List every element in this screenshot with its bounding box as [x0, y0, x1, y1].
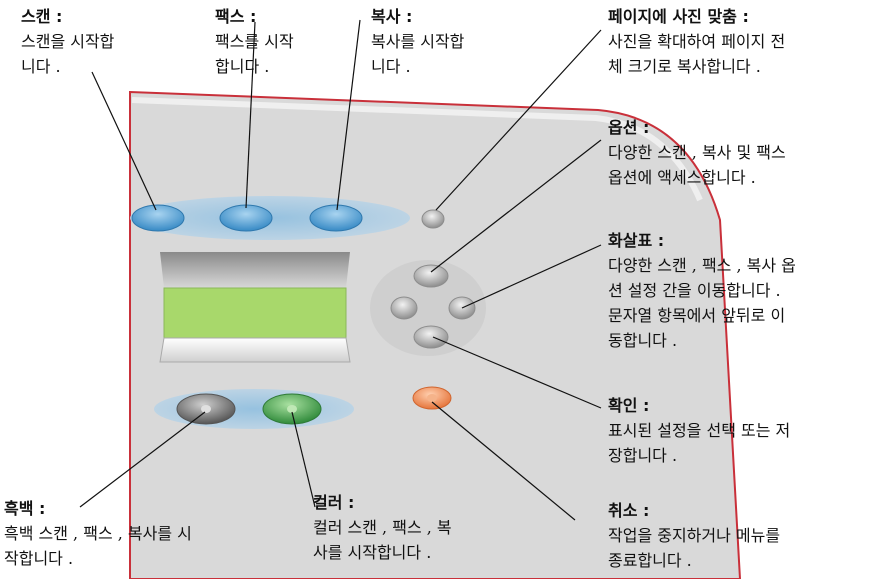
fit-description: 사진을 확대하여 페이지 전 체 크기로 복사합니다 .: [608, 32, 786, 76]
scan-title: 스캔 :: [21, 7, 63, 26]
fit-title: 페이지에 사진 맞춤 :: [608, 7, 749, 26]
lcd-screen: [163, 287, 347, 339]
callout-arrows: 화살표 : 다양한 스캔 , 팩스 , 복사 옵 션 설정 간을 이동합니다 .…: [608, 228, 873, 353]
leader-cancel: [431, 401, 576, 521]
arrows-title: 화살표 :: [608, 231, 665, 250]
mono-title: 흑백 :: [4, 499, 46, 518]
cancel-description: 작업을 중지하거나 메뉴를 종료합니다 .: [608, 526, 781, 570]
scan-description: 스캔을 시작합 니다 .: [21, 32, 115, 76]
scan-button[interactable]: [131, 204, 185, 232]
color-description: 컬러 스캔 , 팩스 , 복 사를 시작합니다 .: [313, 518, 452, 562]
fax-button[interactable]: [219, 204, 273, 232]
leader-fit: [435, 29, 602, 211]
callout-options: 옵션 : 다양한 스캔 , 복사 및 팩스 옵션에 액세스합니다 .: [608, 115, 873, 190]
arrow-pad-base: [370, 260, 486, 356]
arrow-down-button[interactable]: [413, 325, 449, 349]
leader-ok: [432, 336, 602, 409]
leader-copy: [336, 19, 361, 211]
ok-title: 확인 :: [608, 396, 650, 415]
lcd-bezel-top: [160, 252, 350, 288]
fax-title: 팩스 :: [215, 7, 257, 26]
cancel-title: 취소 :: [608, 501, 650, 520]
mono-start-icon: [201, 405, 211, 413]
fit-to-page-button[interactable]: [421, 209, 445, 229]
lcd-bezel-bottom: [159, 337, 351, 363]
copy-description: 복사를 시작합 니다 .: [371, 32, 465, 76]
copy-button[interactable]: [309, 204, 363, 232]
fax-description: 팩스를 시작 합니다 .: [215, 32, 294, 76]
callout-cancel: 취소 : 작업을 중지하거나 메뉴를 종료합니다 .: [608, 498, 873, 573]
arrow-left-button[interactable]: [390, 296, 418, 320]
leader-arrows: [461, 244, 602, 309]
callout-fit-to-page: 페이지에 사진 맞춤 : 사진을 확대하여 페이지 전 체 크기로 복사합니다 …: [608, 4, 873, 79]
cancel-icon: [427, 394, 437, 402]
leader-lines: [79, 19, 602, 521]
arrow-up-button[interactable]: [413, 264, 449, 288]
mono-description: 흑백 스캔 , 팩스 , 복사를 시 작합니다 .: [4, 524, 192, 568]
color-title: 컬러 :: [313, 493, 355, 512]
callout-scan: 스캔 : 스캔을 시작합 니다 .: [21, 4, 221, 79]
arrows-description: 다양한 스캔 , 팩스 , 복사 옵 션 설정 간을 이동합니다 . 문자열 항…: [608, 256, 796, 350]
callout-mono: 흑백 : 흑백 스캔 , 팩스 , 복사를 시 작합니다 .: [4, 496, 304, 571]
options-description: 다양한 스캔 , 복사 및 팩스 옵션에 액세스합니다 .: [608, 143, 786, 187]
leader-scan: [91, 71, 157, 211]
callout-ok: 확인 : 표시된 설정을 선택 또는 저 장합니다 .: [608, 393, 873, 468]
callout-copy: 복사 : 복사를 시작합 니다 .: [371, 4, 531, 79]
callout-color: 컬러 : 컬러 스캔 , 팩스 , 복 사를 시작합니다 .: [313, 490, 553, 565]
leader-mono: [79, 411, 206, 508]
leader-fax: [245, 21, 256, 209]
color-start-icon: [287, 405, 297, 413]
leader-options: [430, 139, 602, 273]
ok-description: 표시된 설정을 선택 또는 저 장합니다 .: [608, 421, 791, 465]
leader-color: [291, 411, 316, 508]
panel-highlight: [131, 97, 703, 202]
copy-title: 복사 :: [371, 7, 413, 26]
callout-fax: 팩스 : 팩스를 시작 합니다 .: [215, 4, 345, 79]
options-title: 옵션 :: [608, 118, 650, 137]
